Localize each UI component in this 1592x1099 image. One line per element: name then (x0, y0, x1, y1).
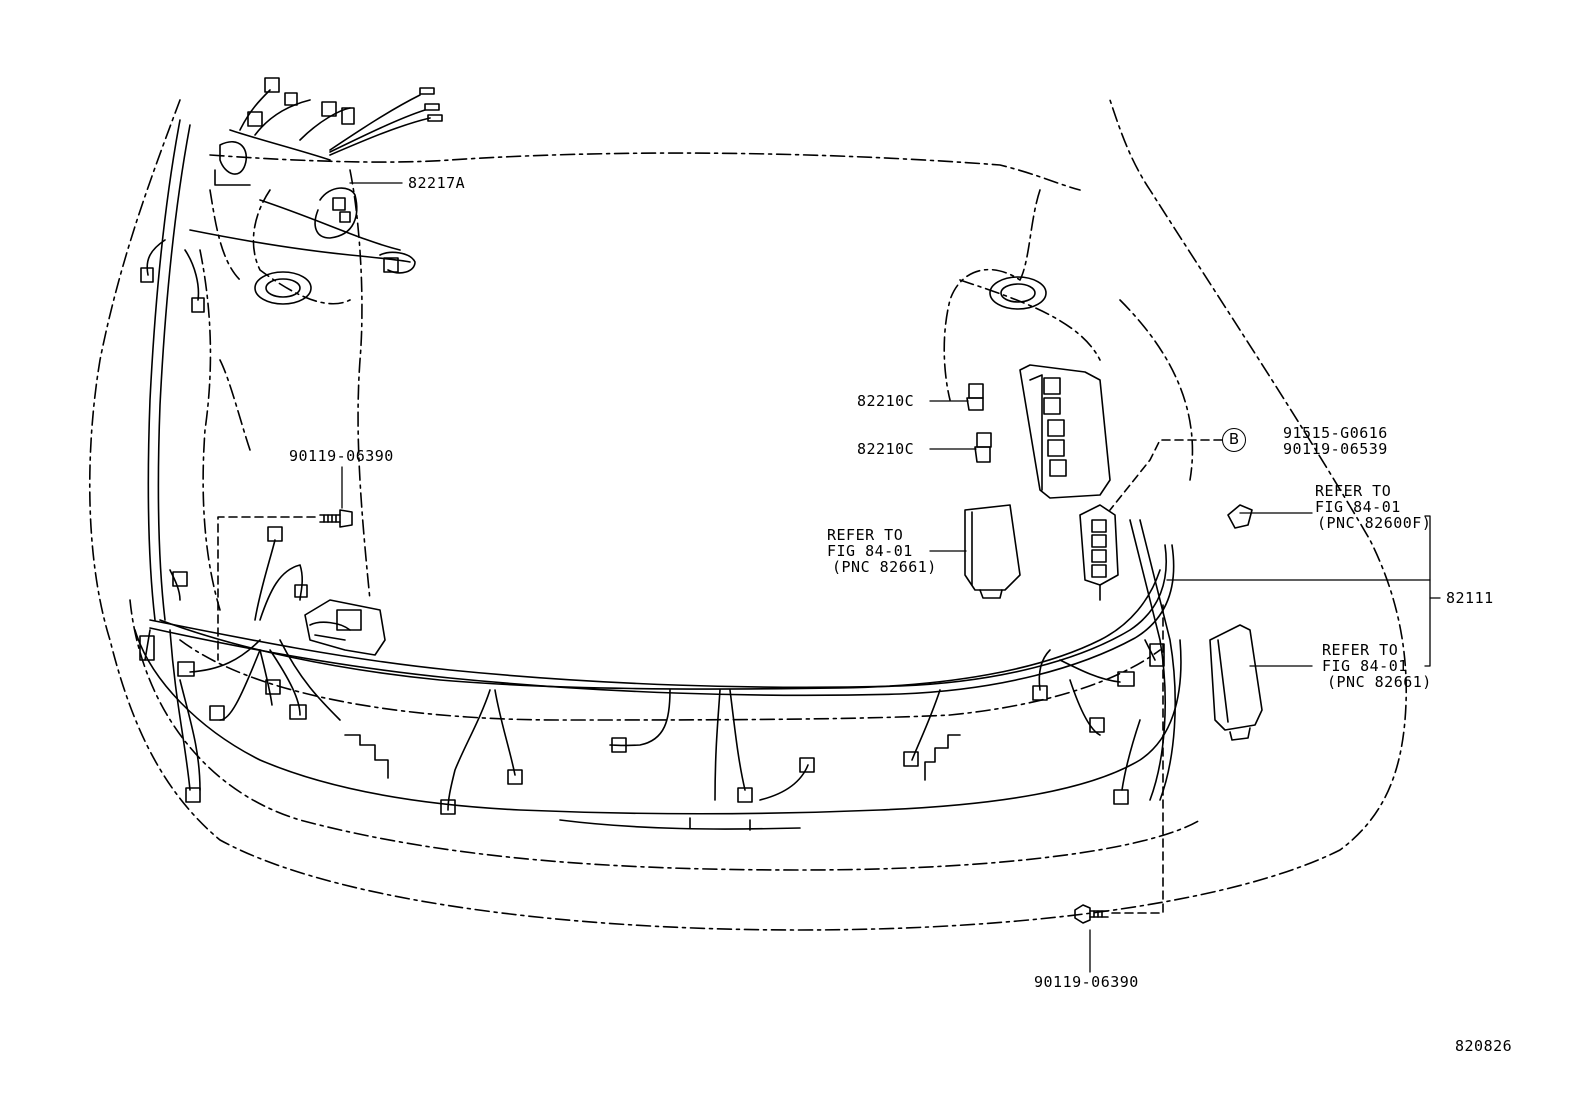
left-connector-block (304, 599, 386, 656)
upper-left-branches (140, 77, 443, 313)
lower-right-branches (1032, 639, 1165, 805)
label-callout-b-part1: 91515-G0616 (1283, 424, 1388, 442)
label-ref-right-top-1: REFER TO (1315, 482, 1392, 500)
label-bolt-left: 90119-06390 (289, 447, 394, 465)
label-ref-right-bottom-3: (PNC 82661) (1327, 673, 1432, 691)
label-ref-mid-3: (PNC 82661) (832, 558, 937, 576)
fuse-box-82661 (964, 504, 1021, 599)
bolt-90119-06390-bottom (1074, 904, 1109, 924)
relay-82210C-lower (974, 432, 992, 463)
label-callout-b-part2: 90119-06539 (1283, 440, 1388, 458)
dashed-reference-lines (217, 439, 1223, 914)
grille-detail (344, 734, 961, 831)
callout-b-icon: B (1222, 428, 1246, 452)
label-ref-mid-2: FIG 84-01 (827, 542, 913, 560)
label-ref-right-top-3: (PNC 82600F) (1317, 514, 1432, 532)
ecu-82661 (1209, 624, 1263, 741)
leader-lines (341, 182, 1441, 973)
main-harness-82111 (147, 119, 1176, 801)
car-body-outline (88, 99, 1408, 931)
label-relay-lower: 82210C (857, 440, 915, 458)
bolt-90119-06390-left (319, 509, 353, 528)
label-bolt-bottom: 90119-06390 (1034, 973, 1139, 991)
label-82217A: 82217A (408, 174, 466, 192)
junction-block (1079, 504, 1119, 601)
radiator-support (159, 569, 1161, 690)
label-ref-right-bottom-1: REFER TO (1322, 641, 1399, 659)
right-wheel-well (989, 276, 1047, 310)
front-bumper-edge (134, 629, 1182, 815)
label-ref-mid-1: REFER TO (827, 526, 904, 544)
label-relay-upper: 82210C (857, 392, 915, 410)
label-ref-right-bottom-2: FIG 84-01 (1322, 657, 1408, 675)
label-82111: 82111 (1446, 589, 1494, 607)
part-82600F (1227, 504, 1253, 529)
label-ref-right-top-2: FIG 84-01 (1315, 498, 1401, 516)
relay-block (1019, 364, 1111, 499)
lower-left-branches (139, 526, 341, 803)
middle-branches (440, 689, 941, 815)
figure-number: 820826 (1455, 1037, 1513, 1055)
relay-82210C-upper (966, 383, 984, 411)
left-wheel-well (254, 271, 312, 305)
